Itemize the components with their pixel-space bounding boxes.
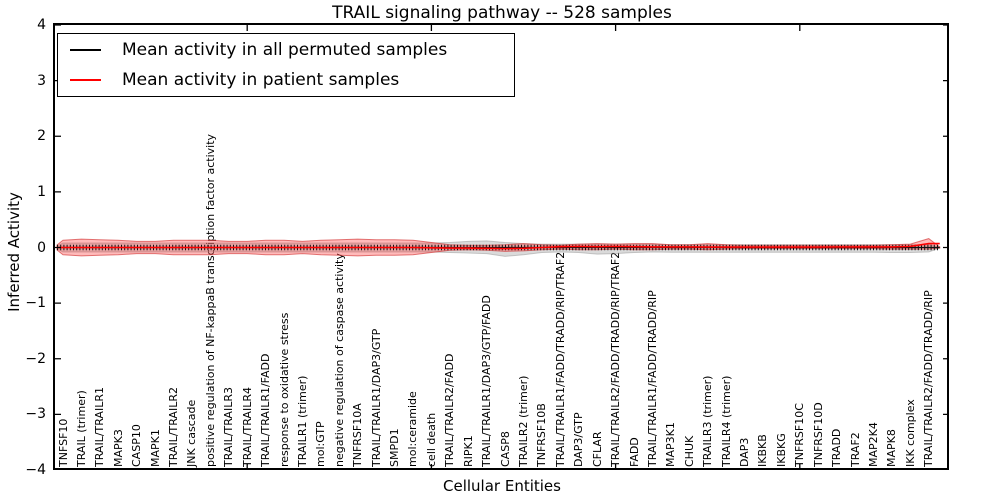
x-tick-label: cell death xyxy=(424,412,438,467)
patient-line-swatch xyxy=(70,79,101,81)
y-tick-label: 1 xyxy=(37,183,46,200)
x-tick-label: TRAIL/TRAILR1/DAP3/GTP/FADD xyxy=(480,295,494,467)
legend-item-patient: Mean activity in patient samples xyxy=(58,66,514,94)
x-tick-label: TRAIL (trimer) xyxy=(74,390,88,467)
x-tick-label: CASP8 xyxy=(498,431,512,467)
x-tick-label: TRAILR1 (trimer) xyxy=(295,375,309,467)
y-tick-label: 3 xyxy=(37,72,46,89)
x-tick-label: TRAIL/TRAILR2 xyxy=(167,387,181,467)
x-tick-label: IKBKB xyxy=(756,434,770,467)
x-tick-label: positive regulation of NF-kappaB transcr… xyxy=(203,133,217,467)
x-tick-label: IKK complex xyxy=(903,399,917,467)
y-tick-label: 2 xyxy=(37,128,46,145)
x-tick-label: TRAILR4 (trimer) xyxy=(719,375,733,467)
chart-title: TRAIL signaling pathway -- 528 samples xyxy=(332,3,672,23)
x-tick-label: MAP2K4 xyxy=(866,422,880,467)
x-tick-label: TRAIL/TRAILR1/FADD/TRADD/RIP/TRAF2 xyxy=(553,251,567,467)
x-tick-label: TNFRSF10A xyxy=(351,403,365,467)
y-tick-label: 0 xyxy=(37,239,46,256)
x-tick-label: MAPK1 xyxy=(148,429,162,467)
legend-item-label: Mean activity in all permuted samples xyxy=(122,40,448,60)
x-tick-label: TNFRSF10C xyxy=(793,403,807,467)
x-tick-label: TRAIL/TRAILR1/FADD/TRADD/RIP xyxy=(645,290,659,467)
x-tick-label: TRAILR3 (trimer) xyxy=(701,375,715,467)
y-tick-label: 4 xyxy=(37,17,46,33)
y-tick-label: −3 xyxy=(25,406,46,423)
x-tick-label: CFLAR xyxy=(590,431,604,467)
x-tick-label: FADD xyxy=(627,437,641,467)
x-tick-label: MAPK3 xyxy=(111,429,125,467)
legend-item-label: Mean activity in patient samples xyxy=(122,70,400,90)
x-tick-label: TRAIL/TRAILR1/DAP3/GTP xyxy=(369,328,383,467)
x-tick-label: MAPK8 xyxy=(885,429,899,467)
x-tick-label: TRAIL/TRAILR4 xyxy=(240,387,254,467)
x-tick-label: CASP10 xyxy=(130,424,144,467)
y-tick-label: −2 xyxy=(25,350,46,367)
x-tick-label: MAP3K1 xyxy=(664,422,678,467)
y-tick-label: −1 xyxy=(25,295,46,312)
x-tick-label: TRAIL/TRAILR2/FADD/TRADD/RIP/TRAF2 xyxy=(609,251,623,467)
x-tick-label: TNFSF10 xyxy=(56,418,70,467)
x-axis-label: Cellular Entities xyxy=(443,477,561,495)
x-tick-label: CHUK xyxy=(682,435,696,467)
x-tick-label: TRAIL/TRAILR1/FADD xyxy=(259,353,273,467)
x-tick-label: response to oxidative stress xyxy=(277,312,291,467)
permuted-line-swatch xyxy=(70,49,101,51)
x-tick-label: DAP3/GTP xyxy=(572,412,586,467)
x-tick-label: TRAIL/TRAILR2/FADD xyxy=(443,353,457,467)
x-tick-label: mol:GTP xyxy=(314,421,328,467)
x-tick-label: TRAILR2 (trimer) xyxy=(517,375,530,467)
x-tick-label: negative regulation of caspase activity xyxy=(332,253,346,467)
legend-item-permuted: Mean activity in all permuted samples xyxy=(58,36,514,64)
x-tick-label: TRAIL/TRAILR1 xyxy=(93,387,107,467)
y-tick-label: −4 xyxy=(25,462,46,478)
x-tick-label: SMPD1 xyxy=(388,428,402,467)
x-tick-label: TRAIL/TRAILR3 xyxy=(222,387,236,467)
x-tick-label: IKBKG xyxy=(774,433,788,467)
legend: Mean activity in all permuted samples Me… xyxy=(57,33,515,97)
x-tick-label: JNK cascade xyxy=(185,399,199,467)
x-tick-label: TRADD xyxy=(830,428,844,467)
x-tick-label: RIPK1 xyxy=(461,435,475,467)
x-tick-label: TRAF2 xyxy=(848,432,862,467)
x-tick-label: TNFRSF10B xyxy=(535,403,549,467)
x-tick-label: DAP3 xyxy=(738,437,752,467)
x-tick-label: mol:ceramide xyxy=(406,391,420,467)
x-tick-label: TNFRSF10D xyxy=(811,402,825,467)
x-tick-label: TRAIL/TRAILR2/FADD/TRADD/RIP xyxy=(922,290,936,467)
